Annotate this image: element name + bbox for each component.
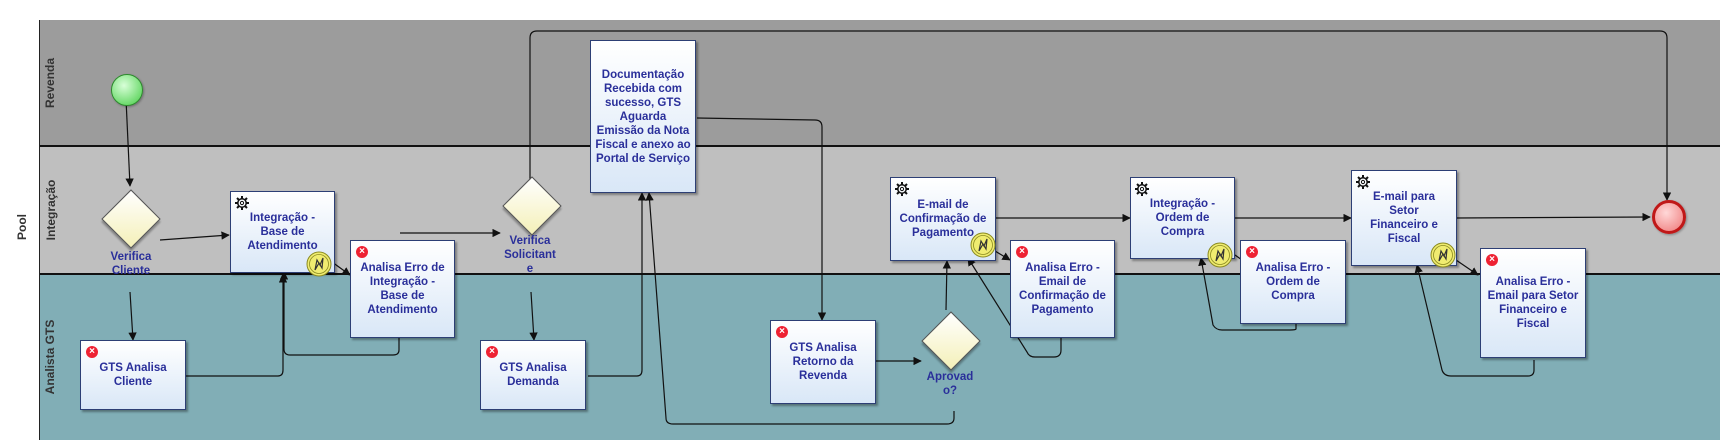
gear-icon	[895, 182, 909, 196]
task-label: GTS Analisa Retorno da Revenda	[789, 342, 857, 382]
task-analisa-erro-ordem-compra[interactable]: × Analisa Erro - Ordem de Compra	[1240, 240, 1346, 324]
gear-icon	[1356, 175, 1370, 189]
flow-gw3-to-email	[942, 260, 952, 311]
task-gts-analisa-retorno-revenda[interactable]: × GTS Analisa Retorno da Revenda	[770, 320, 876, 404]
flow-analisa-erro-email-back	[967, 257, 1062, 358]
bolt-icon[interactable]	[306, 251, 332, 277]
task-gts-analisa-demanda[interactable]: × GTS Analisa Demanda	[480, 340, 586, 410]
error-icon: ×	[776, 326, 788, 338]
flow-gts-demanda-to-doc	[588, 192, 647, 377]
flow-email-setor-to-analisa-erro	[1455, 259, 1479, 276]
task-label: Analisa Erro - Ordem de Compra	[1255, 262, 1331, 302]
task-label: E-mail para Setor Financeiro e Fiscal	[1370, 191, 1438, 245]
gateway-label-verifica-solicitante: Verifica Solicitant e	[504, 235, 556, 275]
flow-start-to-gateway	[125, 98, 134, 187]
flow-analisa-erro-setor-back	[1414, 264, 1535, 377]
flow-gw2-to-gts-demanda	[529, 291, 538, 341]
task-label: GTS Analisa Cliente	[99, 362, 167, 388]
lane-revenda	[40, 20, 1720, 147]
error-icon: ×	[1486, 254, 1498, 266]
error-icon: ×	[486, 346, 498, 358]
flow-gw3-back-to-doc	[645, 192, 955, 425]
error-icon: ×	[356, 246, 368, 258]
task-label: Documentação Recebida com sucesso, GTS A…	[595, 68, 691, 165]
task-label: E-mail de Confirmação de Pagamento	[899, 199, 987, 239]
flow-email-to-analisa-erro	[994, 250, 1011, 261]
flow-doc-to-gts-retorno	[696, 117, 827, 321]
flow-gw1-to-gts-cliente	[128, 291, 137, 341]
start-event[interactable]	[111, 74, 143, 106]
task-label: Analisa Erro - Email para Setor Financei…	[1487, 276, 1579, 330]
flow-integracao-to-analisa-erro	[331, 261, 351, 276]
gateway-label-aprovado: Aprovad o?	[926, 371, 974, 397]
error-icon: ×	[86, 346, 98, 358]
gear-icon	[1135, 182, 1149, 196]
task-label: GTS Analisa Demanda	[499, 362, 567, 388]
task-label: Integração - Base de Atendimento	[247, 212, 318, 252]
flow-gw2-to-end	[529, 30, 1672, 201]
end-event[interactable]	[1652, 200, 1686, 234]
task-analisa-erro-integracao[interactable]: × Analisa Erro de Integração - Base de A…	[350, 240, 455, 338]
task-label: Integração - Ordem de Compra	[1149, 198, 1216, 238]
task-documentacao-recebida[interactable]: Documentação Recebida com sucesso, GTS A…	[590, 40, 696, 193]
flow-email-setor-to-end	[1455, 212, 1651, 222]
flow-gw1-to-integracao	[159, 231, 230, 241]
task-analisa-erro-email-setor[interactable]: × Analisa Erro - Email para Setor Financ…	[1480, 248, 1586, 358]
flow-analisa-erro-back	[279, 271, 400, 356]
task-label: Analisa Erro de Integração - Base de Ate…	[360, 262, 445, 316]
task-label: Analisa Erro - Email de Confirmação de P…	[1019, 262, 1106, 316]
lane-analista-gts	[40, 275, 1720, 440]
bolt-icon[interactable]	[1207, 242, 1233, 268]
task-email-confirmacao-pagamento[interactable]: E-mail de Confirmação de Pagamento	[890, 177, 996, 261]
gear-icon	[235, 196, 249, 210]
flow-gts-cliente-to-integracao	[186, 274, 288, 377]
error-icon: ×	[1016, 246, 1028, 258]
error-icon: ×	[1246, 246, 1258, 258]
task-gts-analisa-cliente[interactable]: × GTS Analisa Cliente	[80, 340, 186, 410]
bolt-icon[interactable]	[1430, 242, 1456, 268]
task-analisa-erro-email-confirmacao[interactable]: × Analisa Erro - Email de Confirmação de…	[1010, 240, 1115, 338]
bolt-icon[interactable]	[970, 232, 996, 258]
gateway-label-verifica-cliente: Verifica Cliente	[110, 251, 152, 277]
flow-analisa-erro-oc-back	[1198, 257, 1297, 331]
pool-label-band: Pool	[10, 20, 40, 440]
